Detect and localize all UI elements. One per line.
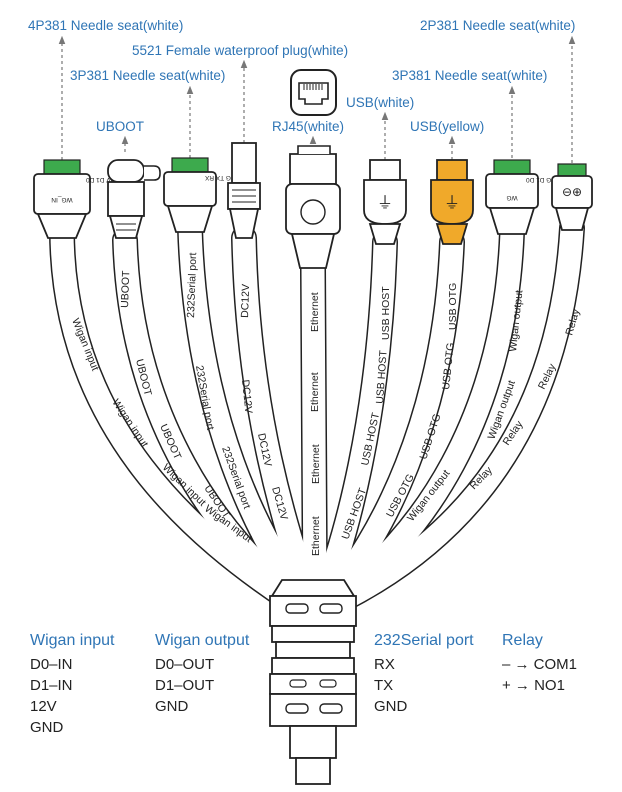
callout-3p381-left: 3P381 Needle seat(white) <box>70 68 225 83</box>
legend-item: GND <box>30 719 64 736</box>
legend-item: GND <box>155 698 189 715</box>
serial-pin-label: G TX RX <box>204 174 231 181</box>
callout-4p381: 4P381 Needle seat(white) <box>28 18 183 33</box>
wire-label-uboot-1: UBOOT <box>119 270 132 308</box>
wire-label-usb-otg-2: USB OTG <box>440 342 457 390</box>
callout-rj45: RJ45(white) <box>272 119 344 134</box>
legend-item: D0–OUT <box>155 656 215 673</box>
connector-serial-port: G TX RX <box>163 157 231 233</box>
connector-dc12v <box>227 142 261 239</box>
connector-usb-host: ⏚ <box>363 159 407 245</box>
wire-label-usb-otg-1: USB OTG <box>447 283 459 330</box>
connector-uboot <box>107 159 161 239</box>
connector-usb-otg: ⏚ <box>430 159 474 245</box>
legend-item: D1–OUT <box>155 677 215 694</box>
callout-3p381-right: 3P381 Needle seat(white) <box>392 68 547 83</box>
wire-label-serial-1: 232Serial port <box>185 252 199 318</box>
callout-usb-white: USB(white) <box>346 95 414 110</box>
callout-5521-plug: 5521 Female waterproof plug(white) <box>132 43 348 58</box>
wire-label-usb-host-2: USB HOST <box>374 349 390 404</box>
legend-wiegand-output-title: Wigan output <box>155 632 250 649</box>
wire-label-dc12v-1: DC12V <box>239 284 252 318</box>
wire-label-ethernet-2: Ethernet <box>309 372 321 412</box>
legend-relay-title: Relay <box>502 632 543 649</box>
legend-item: RX <box>374 656 395 673</box>
wire-label-dc12v-2: DC12V <box>239 379 254 414</box>
legend-serial-title: 232Serial port <box>374 632 474 649</box>
legend-relay: Relay – → COM1 + → NO1 <box>502 632 577 696</box>
connector-wiegand-input: G 12V D1 D0 WG_IN <box>33 159 125 239</box>
usb-trident-icon-yellow: ⏚ <box>444 193 460 212</box>
legend-serial: 232Serial port RX TX GND <box>374 632 474 717</box>
legend-item: D1–IN <box>30 677 73 694</box>
legend-wiegand-input: Wigan input D0–IN D1–IN 12V GND <box>30 632 115 738</box>
connector-wiegand-output: G D1 D0 WG <box>485 159 552 235</box>
legend-item: TX <box>374 677 394 694</box>
connector-rj45 <box>285 145 341 269</box>
wiegand-out-pin-label: G D1 D0 <box>526 176 552 183</box>
wiegand-in-pin-label: G 12V D1 D0 <box>86 176 125 183</box>
wire-label-ethernet-1: Ethernet <box>309 292 321 332</box>
usb-trident-icon: ⏚ <box>377 193 393 212</box>
rj45-port-icon <box>290 69 337 116</box>
wire-label-usb-host-1: USB HOST <box>380 286 392 340</box>
wire-label-ethernet-4: Ethernet <box>310 516 322 556</box>
legend-wiegand-output: Wigan output D0–OUT D1–OUT GND <box>155 632 249 717</box>
legend-item: + → NO1 <box>502 677 565 694</box>
legend-item: 12V <box>30 698 57 715</box>
relay-pin-label: ⊖⊕ <box>562 185 582 199</box>
legend-item: GND <box>374 698 408 715</box>
callout-usb-yellow: USB(yellow) <box>410 119 484 134</box>
main-connector <box>269 579 357 785</box>
legend-item: D0–IN <box>30 656 73 673</box>
wiegand-in-name: WG_IN <box>51 196 73 203</box>
connector-relay: ⊖⊕ <box>551 163 593 231</box>
legend-wiegand-input-title: Wigan input <box>30 632 115 649</box>
callout-uboot: UBOOT <box>96 119 144 134</box>
legend-item: – → COM1 <box>502 656 578 673</box>
wiegand-out-name: WG <box>506 194 517 201</box>
wire-label-ethernet-3: Ethernet <box>310 444 322 484</box>
callout-2p381: 2P381 Needle seat(white) <box>420 18 575 33</box>
